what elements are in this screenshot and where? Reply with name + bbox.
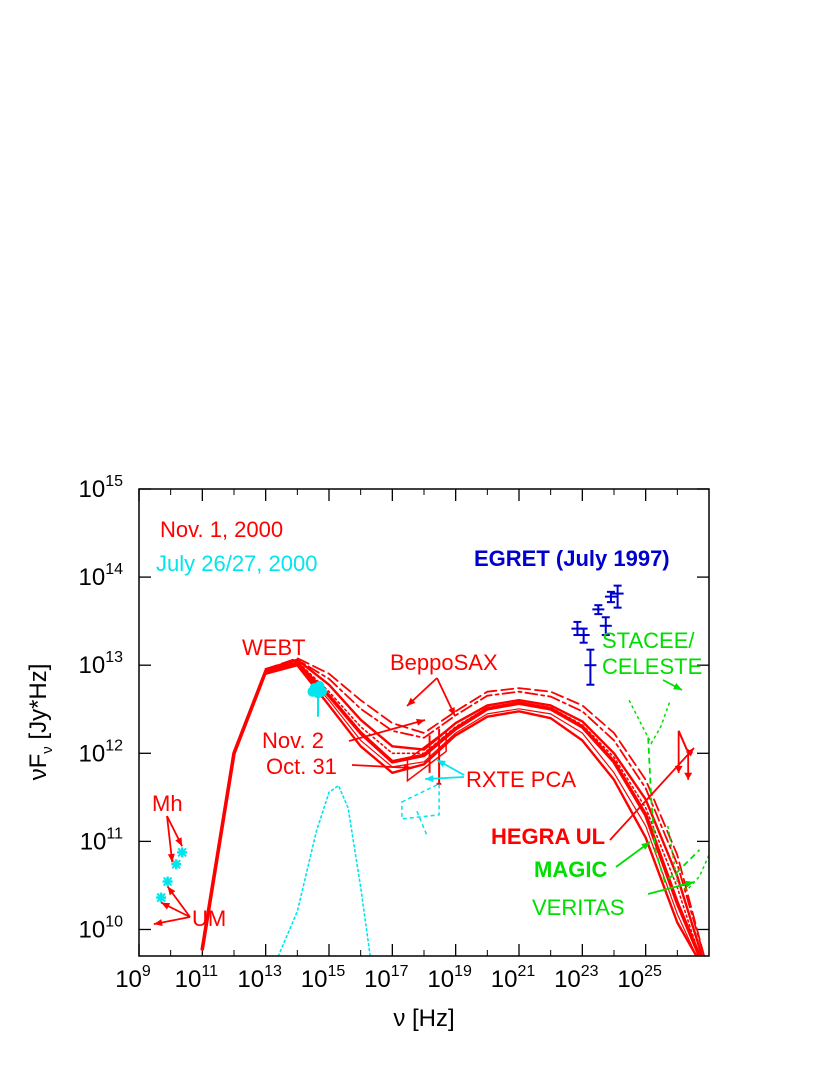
um-arrow-head [161,902,171,910]
label-veritas: VERITAS [532,895,625,920]
series-line-model-nov2 [264,658,704,956]
label-bepposax: BeppoSAX [390,650,498,675]
um-arrow-head [153,919,163,926]
label-stacee: STACEE/ [602,628,695,653]
x-tick-label: 1013 [237,963,282,993]
series-layer [200,657,705,956]
y-tick-label: 1013 [79,649,124,679]
label-webt: WEBT [242,635,306,660]
x-axis-title: ν [Hz] [393,1005,454,1032]
legend-july: July 26/27, 2000 [156,551,317,576]
hegra-arrow-head [685,748,694,757]
radio-point [156,892,166,903]
x-tick-label: 1015 [301,963,346,993]
y-tick-label: 1014 [79,561,124,591]
label-celeste: CELESTE [602,654,702,679]
y-axis-title-main: νF [25,754,52,781]
series-line-model-oct31 [264,664,698,956]
rxte-arrow-head [425,775,434,783]
y-axis-title-unit: [Jy*Hz] [25,664,52,747]
oct31-arrow [351,764,413,769]
plot-frame [138,488,710,957]
magic-arrow-head [641,842,650,850]
x-tick-label: 1023 [554,963,599,993]
legend-nov1: Nov. 1, 2000 [160,517,283,542]
y-tick-label: 1012 [79,737,124,767]
y-tick-label: 1010 [79,913,124,943]
x-tick-label: 1017 [364,963,409,993]
y-tick-label: 1015 [79,473,124,503]
veritas-curve [667,825,710,892]
nov2-arrow-head [416,718,425,726]
nov2-arrow [348,719,426,742]
series-line-model-dashdot [264,658,705,956]
series-line-model-dash1 [264,657,705,956]
points-layer [156,584,710,903]
label-nov2: Nov. 2 [262,728,324,753]
x-tick-label: 1011 [175,963,218,993]
series-line-model-main [200,661,702,956]
label-oct31: Oct. 31 [266,754,337,779]
x-tick-label: 109 [115,963,151,993]
stacee-arrow-head [673,683,682,690]
bepposax-arrow-head [448,707,455,716]
y-axis-title-sub: ν [39,746,56,754]
magic-curve [647,737,701,884]
svg-text:νFν [Jy*Hz]: νFν [Jy*Hz] [25,664,56,781]
y-tick-label: 1011 [80,825,123,855]
x-tick-label: 1025 [617,963,662,993]
series-line-model-thin [265,664,698,956]
label-rxte: RXTE PCA [466,767,576,792]
mh-arrow-head [167,853,175,863]
bepposax-arrow-head [407,697,416,706]
annotation-layer [153,677,695,926]
label-mh: Mh [152,791,183,816]
axes: 109 1011 1013 1015 1017 1019 1021 1023 1025 1010 1… [79,473,709,993]
series-line-model-dot [264,660,701,956]
rxte-bowtie [401,782,440,820]
series-line-july-thermal [277,784,372,956]
optical-point [316,686,327,697]
veritas-arrow-head [685,880,694,888]
radio-point [162,876,173,887]
hegra-ul-arrowhead [684,772,693,780]
label-hegra: HEGRA UL [491,824,605,849]
radio-point [171,859,181,869]
um-arrow-head [167,886,176,896]
hegra-arrow [609,747,695,841]
x-tick-label: 1019 [427,963,472,993]
radio-point [177,847,187,858]
label-um: UM [192,906,226,931]
rxte-arrow-head [437,760,446,768]
x-tick-label: 1021 [491,963,536,993]
label-magic: MAGIC [534,857,607,882]
stacee-curve [628,699,672,745]
rxte-line [416,810,428,835]
label-egret: EGRET (July 1997) [474,546,670,571]
oct31-arrow-head [403,764,412,772]
mh-arrow-head [175,837,183,847]
y-axis-title: νFν [Jy*Hz] [25,664,56,781]
bepposax-bowtie [406,729,447,783]
